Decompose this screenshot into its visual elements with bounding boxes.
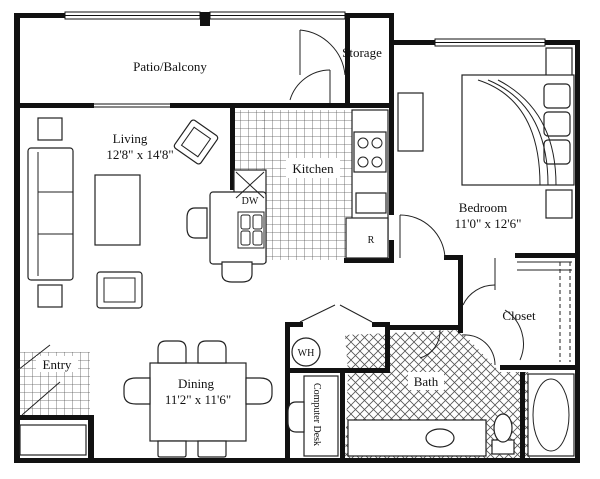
room-dims-living: 12'8" x 14'8" <box>106 147 173 162</box>
closet-rods <box>517 261 572 362</box>
dishwasher-label: DW <box>242 196 259 207</box>
kitchen-counters <box>186 109 389 283</box>
bath-fixtures <box>347 373 575 457</box>
room-label-bedroom: Bedroom <box>459 200 507 215</box>
living-furniture <box>27 117 219 309</box>
room-label-kitchen: Kitchen <box>292 161 334 176</box>
bedroom-furniture <box>397 47 575 219</box>
room-label-bath: Bath <box>414 374 439 389</box>
water-heater-label: WH <box>298 348 315 359</box>
dining-furniture <box>123 340 273 458</box>
doors <box>17 29 524 416</box>
interior-walls <box>14 13 580 463</box>
room-label-patio: Patio/Balcony <box>133 59 207 74</box>
room-label-living: Living <box>113 131 148 146</box>
kitchen-tile-floor <box>262 110 352 260</box>
room-label-closet: Closet <box>502 308 536 323</box>
room-label-dining: Dining <box>178 376 215 391</box>
entry-closet <box>19 424 87 456</box>
computer-desk-label: Computer Desk <box>311 383 322 446</box>
room-dims-bedroom: 11'0" x 12'6" <box>455 216 522 231</box>
windows <box>64 11 546 47</box>
room-label-storage: Storage <box>342 45 382 60</box>
room-dims-dining: 11'2" x 11'6" <box>165 392 231 407</box>
refrigerator-label: R <box>368 235 375 246</box>
kitchen-tile-floor-2 <box>235 110 265 170</box>
water-heater <box>291 337 321 367</box>
room-label-entry: Entry <box>43 357 72 372</box>
